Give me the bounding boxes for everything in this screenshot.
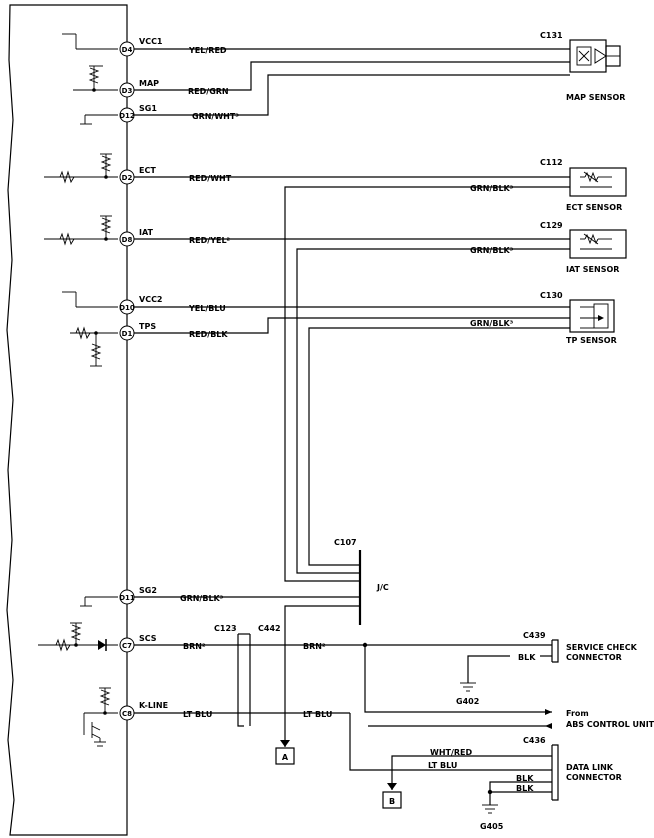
pin-d10: D10 — [119, 304, 135, 312]
iat-sensor: IAT SENSOR — [566, 229, 627, 274]
tp-sensor: TP SENSOR — [566, 299, 617, 345]
abs-control-unit-ref: From ABS CONTROL UNIT — [368, 709, 654, 729]
signal-ect: ECT — [139, 166, 156, 175]
iat-sensor-label: IAT SENSOR — [566, 265, 619, 274]
pin-d3: D3 — [122, 87, 133, 95]
c436-label: C436 — [523, 736, 546, 745]
circuit-vcc2: D10 VCC2 YEL/BLU — [62, 291, 570, 315]
signal-iat: IAT — [139, 228, 154, 237]
ect-sensor: ECT SENSOR — [566, 167, 627, 212]
wire-blk-dlc-2: BLK — [516, 784, 534, 793]
wire-red-blk: RED/BLK — [189, 330, 228, 339]
c442-label: C442 — [258, 624, 281, 633]
ref-b-label: B — [389, 797, 395, 806]
wire-red-yel: RED/YEL² — [189, 236, 231, 245]
wire-wht-red: WHT/RED — [430, 748, 473, 757]
abs-from-label: From — [566, 709, 589, 718]
data-link-connector: C436 WHT/RED LT BLU BLK BLK G405 DATA LI… — [387, 736, 622, 831]
pin-c8: C8 — [122, 710, 132, 718]
wire-blk-scs: BLK — [518, 653, 536, 662]
circuit-iat: D8 IAT RED/YEL² C129 GRN/BLK³ — [44, 215, 570, 574]
service-check-label-1: SERVICE CHECK — [566, 643, 638, 652]
ref-box-a — [275, 747, 295, 765]
tp-sensor-label: TP SENSOR — [566, 336, 617, 345]
c123-label: C123 — [214, 624, 237, 633]
wire-lt-blu-dlc: LT BLU — [428, 761, 457, 770]
signal-tps: TPS — [139, 322, 156, 331]
c131-label: C131 — [540, 31, 563, 40]
wire-grn-blk-ect: GRN/BLK³ — [470, 184, 514, 193]
wire-blk-dlc-1: BLK — [516, 774, 534, 783]
service-check-connector: C439 BLK G402 SERVICE CHECK CONNECTOR — [456, 631, 638, 706]
circuit-tps: D1 TPS RED/BLK C130 GRN/BLK³ — [70, 291, 570, 566]
wire-red-grn: RED/GRN — [188, 87, 229, 96]
wire-red-wht: RED/WHT — [189, 174, 232, 183]
junction-c107: C107 J/C — [334, 538, 389, 625]
signal-vcc2: VCC2 — [139, 295, 163, 304]
circuit-sg2: D11 SG2 GRN/BLK³ — [80, 586, 360, 747]
wire-brn-2: BRN² — [303, 642, 326, 651]
data-link-label-1: DATA LINK — [566, 763, 614, 772]
circuit-sg1: D12 SG1 GRN/WHT³ — [80, 74, 570, 125]
circuit-kline: C8 K-LINE LT BLU LT BLU — [83, 687, 552, 771]
wire-yel-blu: YEL/BLU — [188, 304, 226, 313]
pin-d4: D4 — [122, 46, 133, 54]
abs-unit-label: ABS CONTROL UNIT — [566, 720, 654, 729]
c129-label: C129 — [540, 221, 563, 230]
data-link-label-2: CONNECTOR — [566, 773, 622, 782]
signal-sg1: SG1 — [139, 104, 157, 113]
signal-map: MAP — [139, 79, 159, 88]
circuit-scs: C7 SCS BRN² BRN² — [38, 622, 552, 715]
wire-yel-red: YEL/RED — [188, 46, 227, 55]
inline-connector-c123-c442: C123 C442 — [214, 624, 281, 727]
c130-label: C130 — [540, 291, 563, 300]
c112-label: C112 — [540, 158, 563, 167]
ecu-outline — [6, 4, 128, 836]
circuit-vcc1: D4 VCC1 YEL/RED — [62, 33, 570, 57]
ect-sensor-label: ECT SENSOR — [566, 203, 622, 212]
service-check-label-2: CONNECTOR — [566, 653, 622, 662]
wire-lt-blu-1: LT BLU — [183, 710, 212, 719]
g402-label: G402 — [456, 697, 479, 706]
circuit-map: D3 MAP RED/GRN — [73, 61, 570, 98]
wire-grn-wht: GRN/WHT³ — [192, 112, 239, 121]
map-sensor-label: MAP SENSOR — [566, 93, 625, 102]
wire-brn-1: BRN² — [183, 642, 206, 651]
wire-grn-blk-sg2: GRN/BLK³ — [180, 594, 224, 603]
wire-lt-blu-2: LT BLU — [303, 710, 332, 719]
pin-c7: C7 — [122, 642, 132, 650]
signal-vcc1: VCC1 — [139, 37, 163, 46]
pin-d12: D12 — [119, 112, 135, 120]
pin-d2: D2 — [122, 174, 133, 182]
g405-label: G405 — [480, 822, 504, 831]
ref-a-label: A — [282, 753, 289, 762]
pin-d8: D8 — [122, 236, 133, 244]
signal-sg2: SG2 — [139, 586, 157, 595]
circuit-ect: D2 ECT RED/WHT C112 GRN/BLK³ — [44, 153, 570, 582]
c107-label: C107 — [334, 538, 357, 547]
c439-label: C439 — [523, 631, 546, 640]
wire-grn-blk-iat: GRN/BLK³ — [470, 246, 514, 255]
ref-box-b — [382, 791, 402, 809]
wire-grn-blk-tp: GRN/BLK³ — [470, 319, 514, 328]
signal-scs: SCS — [139, 634, 157, 643]
map-sensor: C131 MAP SENSOR — [540, 31, 625, 102]
pin-d11: D11 — [119, 594, 135, 602]
signal-kline: K-LINE — [139, 701, 168, 710]
jc-label: J/C — [376, 583, 389, 592]
pin-d1: D1 — [122, 330, 133, 338]
